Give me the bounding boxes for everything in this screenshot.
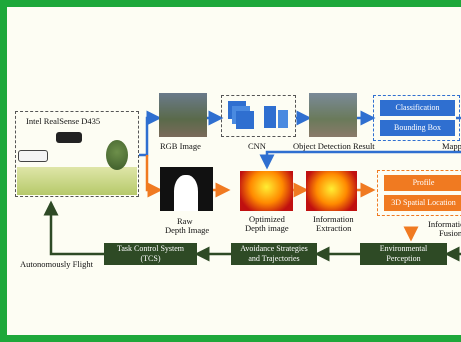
tcs-box: Task Control System (TCS) bbox=[104, 243, 197, 265]
rgb-image bbox=[159, 93, 207, 137]
classification-box: Classification bbox=[380, 100, 455, 116]
environmental-perception-box: Environmental Perception bbox=[360, 243, 447, 265]
camera-panel: Intel RealSense D435 bbox=[15, 111, 139, 197]
cnn-panel bbox=[221, 95, 296, 137]
cnn-layer bbox=[236, 111, 254, 129]
avoid-line-1: Avoidance Strategies bbox=[240, 244, 308, 253]
cnn-layer bbox=[278, 110, 288, 128]
info-fusion-1: Informatio bbox=[428, 219, 461, 229]
raw-depth-shape bbox=[174, 175, 198, 211]
optimized-depth-image bbox=[240, 171, 293, 211]
grass-ground bbox=[17, 167, 137, 195]
raw-depth-image bbox=[160, 167, 213, 211]
tcs-line-1: Task Control System bbox=[117, 244, 184, 253]
rgb-label: RGB Image bbox=[160, 141, 201, 151]
detection-label: Object Detection Result bbox=[293, 141, 375, 151]
fusion-output-panel: Profile 3D Spatial Location bbox=[377, 170, 461, 216]
camera-icon bbox=[56, 132, 82, 143]
avoid-line-2: and Trajectories bbox=[248, 254, 300, 263]
info-extraction-1: Information bbox=[313, 214, 354, 224]
camera-title: Intel RealSense D435 bbox=[26, 116, 101, 126]
opt-depth-label-2: Depth image bbox=[245, 223, 289, 233]
cnn-layer bbox=[264, 106, 276, 128]
detection-image bbox=[309, 93, 357, 137]
connector-arrows bbox=[43, 110, 461, 262]
raw-depth-label-2: Depth Image bbox=[165, 225, 210, 235]
profile-box: Profile bbox=[384, 175, 461, 191]
mapping-label: Mappi bbox=[442, 141, 461, 151]
cnn-label: CNN bbox=[248, 141, 266, 151]
flight-label: Autonomously Flight bbox=[20, 259, 93, 269]
tree-icon bbox=[106, 140, 128, 170]
tcs-line-2: (TCS) bbox=[140, 254, 161, 263]
raw-depth-label-1: Raw bbox=[177, 216, 193, 226]
extraction-image bbox=[306, 171, 357, 211]
spatial-location-box: 3D Spatial Location bbox=[384, 195, 461, 211]
env-line-1: Environmental bbox=[379, 244, 428, 253]
opt-depth-label-1: Optimized bbox=[249, 214, 285, 224]
info-extraction-2: Extraction bbox=[316, 223, 352, 233]
drone-icon bbox=[18, 150, 48, 162]
env-line-2: Perception bbox=[386, 254, 421, 263]
info-fusion-2: Fusion bbox=[439, 228, 461, 238]
avoidance-box: Avoidance Strategies and Trajectories bbox=[231, 243, 317, 265]
detection-output-panel: Classification Bounding Box bbox=[373, 95, 460, 141]
bounding-box-box: Bounding Box bbox=[380, 120, 455, 136]
